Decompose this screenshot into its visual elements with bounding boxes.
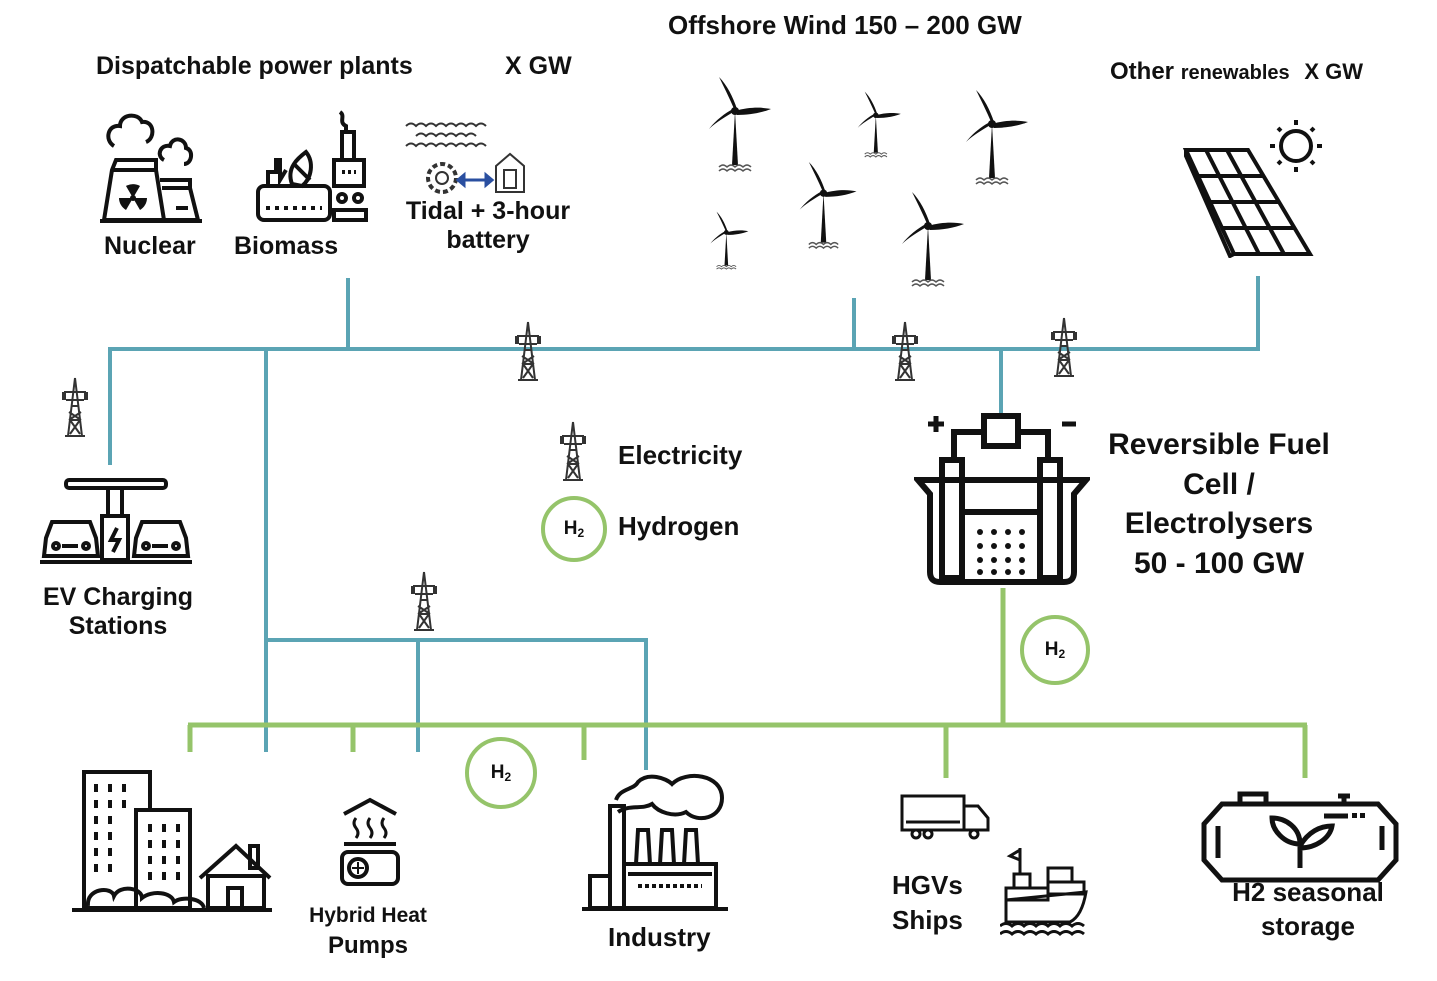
- dispatchable-capacity: X GW: [505, 52, 572, 80]
- fuel-cell-line2: Cell /: [1183, 467, 1255, 501]
- h2-symbol: H: [563, 518, 578, 539]
- legend-electricity-label: Electricity: [618, 440, 743, 470]
- tidal-label-line2: battery: [446, 225, 530, 254]
- h2-symbol: H: [1044, 639, 1059, 660]
- tidal-label: Tidal + 3-hour battery: [393, 197, 583, 255]
- industry-label: Industry: [608, 922, 711, 952]
- biomass-label: Biomass: [234, 232, 339, 260]
- heat-pump-label: Hybrid Heat Pumps: [286, 902, 450, 963]
- h2-subscript: 2: [577, 526, 585, 540]
- ships-label: Ships: [892, 905, 963, 936]
- wind-turbine-icon: [709, 211, 749, 270]
- heat-pump-line1: Hybrid Heat: [309, 904, 427, 927]
- wind-turbine-icon: [708, 76, 772, 172]
- pylon-icon: [410, 571, 438, 631]
- electrolyser-icon: [914, 413, 1090, 585]
- other-renewables-label-b: renewables: [1180, 62, 1290, 84]
- wind-turbine-icon: [901, 191, 965, 287]
- fuel-cell-line1: Reversible Fuel: [1108, 428, 1330, 461]
- legend-electricity-icon: [559, 421, 587, 481]
- ev-charging-label: EV Charging Stations: [18, 583, 218, 641]
- tidal-battery-icon: [405, 122, 525, 194]
- h2-storage-line1: H2 seasonal: [1232, 877, 1384, 907]
- tidal-label-line1: Tidal + 3-hour: [405, 197, 571, 225]
- legend-hydrogen-label: Hydrogen: [618, 511, 740, 541]
- solar-panel-icon: [1182, 120, 1322, 258]
- ev-label-line2: Stations: [68, 611, 168, 640]
- dispatchable-heading: Dispatchable power plants: [96, 52, 413, 80]
- pylon-icon: [514, 321, 542, 381]
- other-renewables-capacity: X GW: [1304, 59, 1363, 84]
- hydrogen-grid: [187, 588, 1308, 778]
- other-renewables-label-a: Other: [1110, 58, 1175, 85]
- h2-storage-tank-icon: [1201, 791, 1399, 883]
- hgvs-label: HGVs: [892, 870, 963, 900]
- cargo-ship-icon: [1000, 848, 1088, 936]
- industry-factory-icon: [582, 774, 728, 911]
- h2-subscript: 2: [504, 770, 512, 784]
- heat-pump-line2: Pumps: [327, 932, 408, 960]
- buildings-homes-icon: [72, 770, 272, 912]
- h2-symbol: H: [490, 762, 505, 783]
- ev-charging-icon: [40, 478, 192, 564]
- nuclear-label: Nuclear: [104, 232, 196, 260]
- ev-label-line1: EV Charging: [42, 583, 193, 611]
- h2-subscript: 2: [1058, 647, 1066, 661]
- pylon-icon: [1050, 317, 1078, 377]
- transport-label: HGVs Ships: [892, 868, 963, 938]
- wind-turbine-icon: [965, 89, 1029, 185]
- biomass-plant-icon: [256, 110, 368, 222]
- fuel-cell-line4: 50 - 100 GW: [1133, 546, 1305, 580]
- nuclear-plant-icon: [100, 113, 202, 223]
- hgv-truck-icon: [900, 794, 990, 840]
- pylon-icon: [891, 321, 919, 381]
- heat-pump-icon: [340, 797, 400, 886]
- h2-storage-line2: storage: [1261, 910, 1355, 941]
- wind-turbine-icon: [798, 161, 858, 249]
- fuel-cell-line3: Electrolysers: [1124, 507, 1314, 541]
- pylon-icon: [61, 377, 89, 437]
- fuel-cell-label: Reversible Fuel Cell / Electrolysers 50 …: [1086, 425, 1352, 583]
- h2-storage-label: H2 seasonal storage: [1210, 876, 1406, 944]
- other-renewables-heading: Other renewables X GW: [1110, 58, 1363, 86]
- offshore-wind-heading: Offshore Wind 150 – 200 GW: [668, 10, 1022, 40]
- wind-turbine-icon: [857, 91, 902, 158]
